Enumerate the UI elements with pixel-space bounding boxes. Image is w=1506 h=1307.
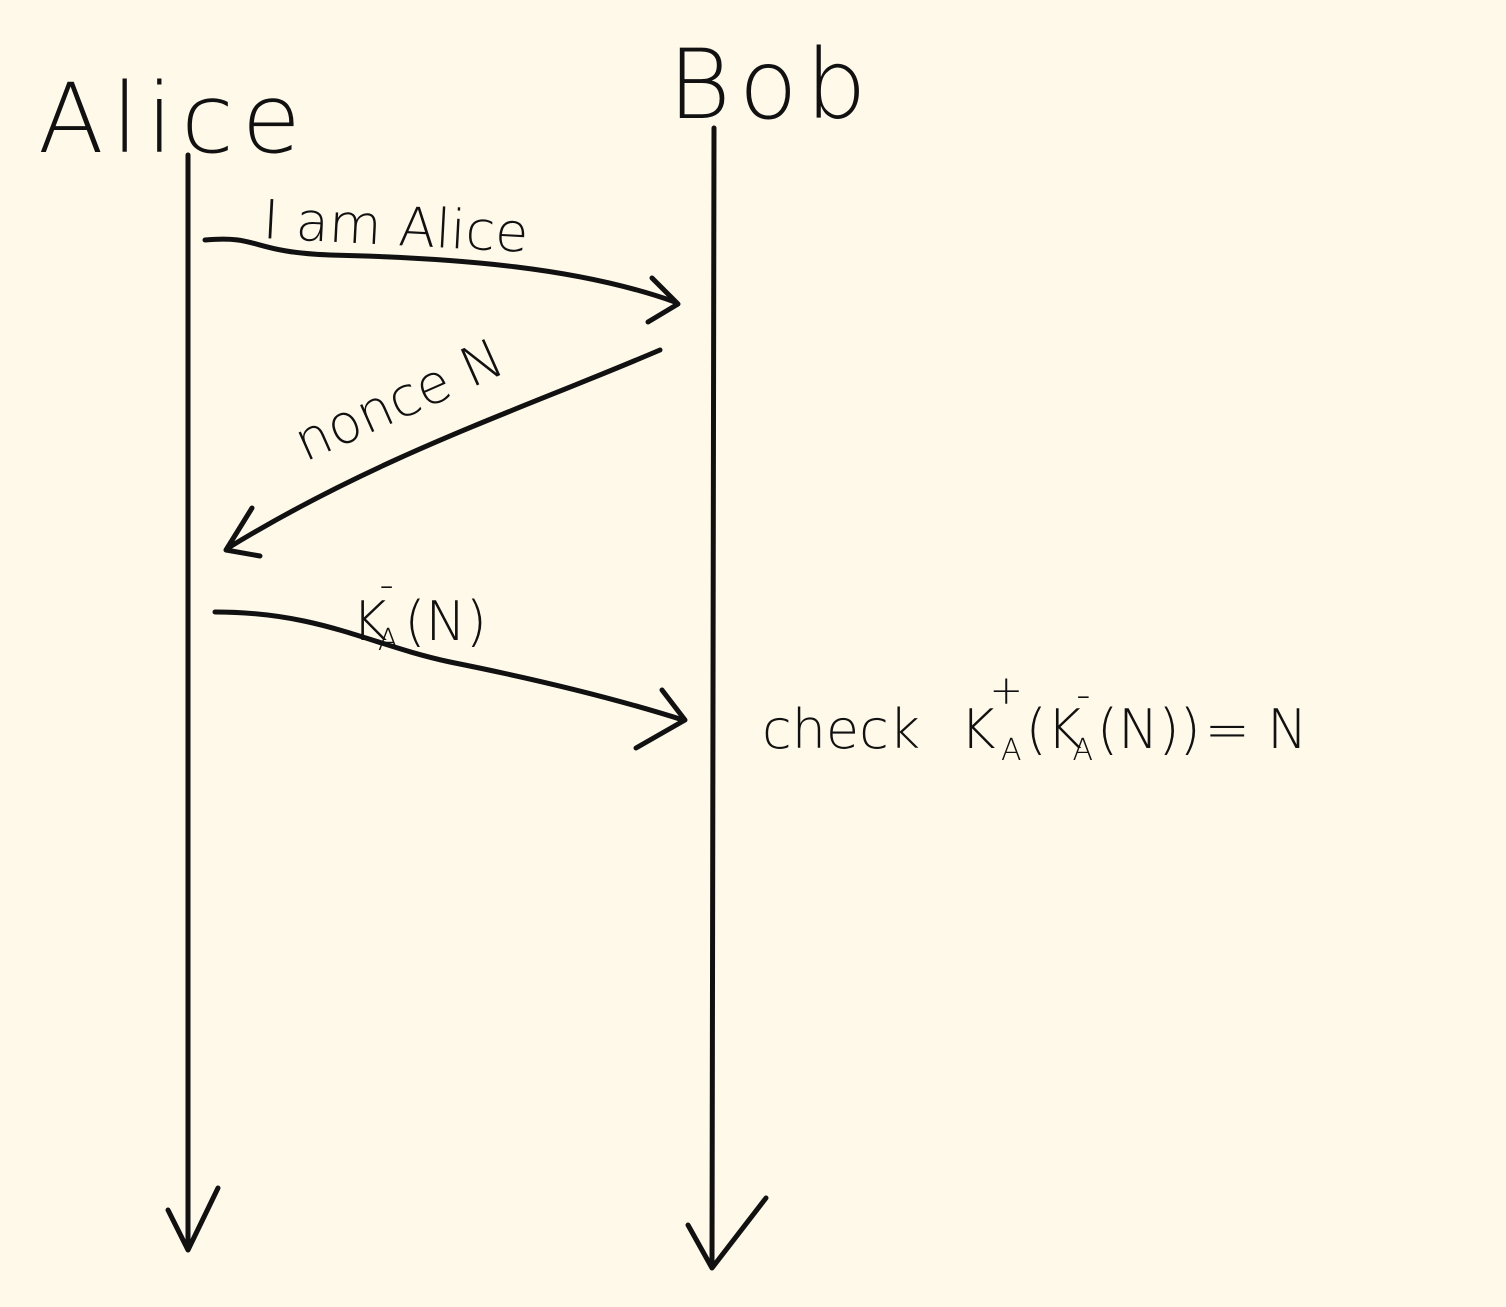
message-3-key-sub: A (378, 623, 399, 658)
message-3-key-base: K (352, 590, 387, 653)
message-3-arg: (N) (404, 590, 487, 653)
check-rhs: = N (1205, 698, 1308, 761)
check-arg: (N) (1097, 698, 1180, 761)
bob-lifeline-arrowhead (685, 1195, 769, 1271)
check-key1-base: K (960, 698, 995, 761)
bob-lifeline (685, 125, 769, 1271)
actor-bob-label: Bob (668, 29, 875, 141)
check-key1-sub: A (1001, 733, 1022, 768)
check-close-paren: ) (1180, 698, 1201, 761)
alice-lifeline-arrowhead (165, 1185, 221, 1253)
check-note-prefix: check (762, 698, 920, 761)
message-3-label: K- A(N) (352, 562, 487, 658)
message-1: I am Alice (202, 188, 681, 325)
message-3-arrowhead (633, 687, 688, 751)
check-key2-sub: A (1073, 733, 1094, 768)
message-3-arrow-line (212, 609, 686, 723)
message-2-arrow-line (225, 347, 663, 551)
check-key2-sup: - (1076, 672, 1090, 718)
alice-lifeline (165, 152, 221, 1253)
message-1-arrow-line (202, 236, 678, 305)
actor-alice-label: Alice (38, 63, 309, 175)
message-2-label: nonce N (285, 326, 513, 474)
check-key2-base: K (1047, 698, 1082, 761)
message-3: K- A(N) (212, 562, 688, 751)
message-1-label: I am Alice (261, 188, 530, 265)
check-open-paren: ( (1026, 698, 1047, 761)
message-3-key-sup: - (379, 562, 393, 608)
message-2: nonce N (223, 326, 663, 559)
message-2-arrowhead (223, 505, 263, 559)
bob-lifeline-line (709, 125, 717, 1268)
check-key1-sup: + (990, 668, 1024, 714)
message-1-arrowhead (645, 275, 681, 325)
